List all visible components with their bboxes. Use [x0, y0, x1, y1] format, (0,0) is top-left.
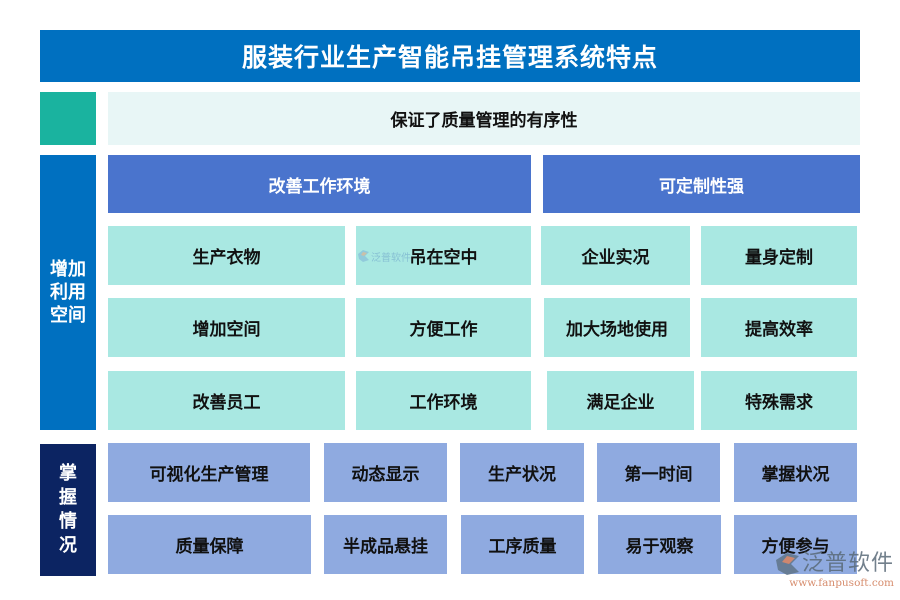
- status-box: 方便参与: [734, 515, 857, 574]
- quality-banner: 保证了质量管理的有序性: [108, 92, 860, 145]
- status-box: 动态显示: [324, 443, 447, 502]
- status-box: 质量保障: [108, 515, 311, 574]
- feature-box: 生产衣物: [108, 226, 345, 285]
- status-box: 第一时间: [597, 443, 720, 502]
- fanpu-logo-icon: [775, 553, 799, 575]
- section-label-status: 掌 握 情 况: [40, 444, 96, 576]
- section-label-line: 况: [59, 535, 77, 556]
- feature-box: 满足企业: [547, 371, 694, 430]
- status-box: 生产状况: [460, 443, 584, 502]
- watermark-brand: 泛普软件 www.fanpusoft.com: [768, 552, 894, 598]
- feature-box: 提高效率: [701, 298, 857, 357]
- status-box: 工序质量: [461, 515, 584, 574]
- status-box: 半成品悬挂: [324, 515, 447, 574]
- feature-box: 增加空间: [108, 298, 345, 357]
- feature-box: 特殊需求: [701, 371, 857, 430]
- section-label-line: 握: [59, 487, 77, 508]
- section-label-line: 掌: [59, 463, 77, 484]
- fanpu-logo-icon: [358, 250, 369, 262]
- header-customizable: 可定制性强: [543, 155, 860, 213]
- status-box: 掌握状况: [734, 443, 857, 502]
- feature-box: 改善员工: [108, 371, 345, 430]
- section-label-line: 利用: [50, 282, 86, 303]
- status-box: 易于观察: [598, 515, 721, 574]
- section-label-line: 情: [59, 511, 77, 532]
- section-label-line: 增加: [50, 259, 86, 280]
- feature-box: 吊在空中: [356, 226, 531, 285]
- feature-box: 量身定制: [701, 226, 857, 285]
- feature-box: 方便工作: [356, 298, 531, 357]
- watermark-url: www.fanpusoft.com: [789, 577, 894, 589]
- feature-box: 加大场地使用: [544, 298, 690, 357]
- feature-box: 企业实况: [541, 226, 690, 285]
- status-box: 可视化生产管理: [108, 443, 310, 502]
- feature-box: 工作环境: [356, 371, 531, 430]
- banner-marker: [40, 92, 96, 145]
- section-label-space: 增加 利用 空间: [40, 155, 96, 430]
- page-title: 服装行业生产智能吊挂管理系统特点: [40, 30, 860, 82]
- header-improve-environment: 改善工作环境: [108, 155, 531, 213]
- watermark-small-text: 泛普软件: [371, 252, 411, 264]
- watermark-brand-name: 泛普软件: [801, 551, 894, 576]
- section-label-line: 空间: [50, 305, 86, 326]
- watermark-small: 泛普软件: [357, 247, 415, 265]
